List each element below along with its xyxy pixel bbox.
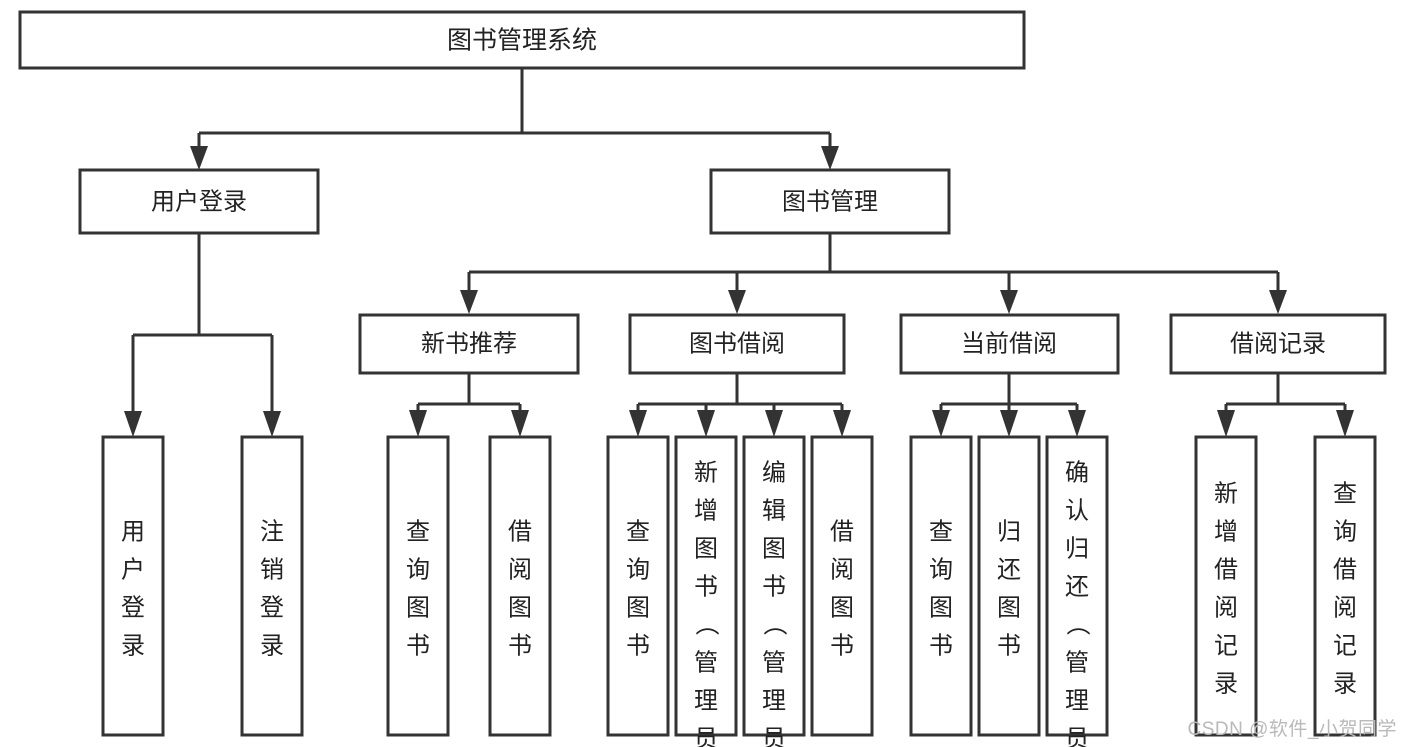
arrow-head-leaf-edit-book bbox=[765, 410, 783, 437]
arrow-head-leaf-user-login bbox=[124, 411, 142, 437]
leaf-query-book-2-label: 查询图书 bbox=[626, 519, 650, 660]
leaf-confirm-return-admin-label: 确认归还（管理员） bbox=[1065, 460, 1090, 747]
node-borrow-record-box[interactable] bbox=[1169, 313, 1387, 375]
arrow-head-book-borrow bbox=[728, 290, 746, 314]
node-new-book-recommend-box[interactable] bbox=[358, 313, 580, 375]
leaf-add-book-admin[interactable] bbox=[674, 435, 738, 737]
leaf-edit-book-admin[interactable] bbox=[742, 435, 806, 737]
node-book-borrow-box[interactable] bbox=[628, 313, 846, 375]
leaf-logout-label: 注销登录 bbox=[260, 519, 284, 660]
arrow-head-leaf-add-book bbox=[697, 410, 715, 437]
leaf-add-book-admin-box[interactable] bbox=[674, 435, 738, 737]
leaf-edit-book-admin-box[interactable] bbox=[742, 435, 806, 737]
node-book-management-box[interactable] bbox=[709, 168, 951, 235]
leaf-return-book-box[interactable] bbox=[977, 435, 1041, 737]
leaf-user-login-box[interactable] bbox=[101, 435, 165, 737]
leaf-confirm-return-admin[interactable] bbox=[1045, 435, 1109, 737]
node-book-borrow-label: 图书借阅 bbox=[689, 330, 785, 357]
leaf-user-login[interactable] bbox=[101, 435, 165, 737]
leaf-text-layer: 用户登录 注销登录 查询图书 借阅图书 查询图书 新增图书（管理员） 编辑图书（管理员） 借阅… bbox=[121, 460, 1357, 747]
leaf-borrow-book-2-box[interactable] bbox=[810, 435, 874, 737]
leaf-add-borrow-record-label: 新增借阅记录 bbox=[1214, 481, 1238, 698]
arrow-head-leaf-borrow-book-1 bbox=[511, 410, 529, 437]
node-borrow-record-label: 借阅记录 bbox=[1230, 330, 1326, 357]
leaf-add-borrow-record-box[interactable] bbox=[1194, 435, 1258, 737]
leaf-confirm-return-admin-box[interactable] bbox=[1045, 435, 1109, 737]
node-current-borrow[interactable]: 当前借阅 bbox=[899, 313, 1120, 375]
leaf-return-book-label: 归还图书 bbox=[997, 519, 1021, 660]
leaf-edit-book-admin-label: 编辑图书（管理员） bbox=[762, 460, 787, 747]
leaf-logout-box[interactable] bbox=[240, 435, 304, 737]
node-user-login-label: 用户登录 bbox=[151, 188, 247, 215]
node-user-login[interactable]: 用户登录 bbox=[78, 168, 320, 235]
leaf-add-book-admin-label: 新增图书（管理员） bbox=[694, 460, 719, 747]
leaf-query-book-1-label: 查询图书 bbox=[406, 519, 430, 660]
leaf-add-borrow-record[interactable] bbox=[1194, 435, 1258, 737]
leaf-query-book-2-box[interactable] bbox=[606, 435, 670, 737]
leaf-return-book[interactable] bbox=[977, 435, 1041, 737]
leaf-query-book-1[interactable] bbox=[386, 435, 450, 737]
leaf-query-book-3-label: 查询图书 bbox=[929, 519, 953, 660]
arrow-head-leaf-borrow-book-2 bbox=[833, 410, 851, 437]
arrow-head-leaf-return-book bbox=[1000, 410, 1018, 437]
node-book-borrow[interactable]: 图书借阅 bbox=[628, 313, 846, 375]
arrow-head-user-login bbox=[190, 146, 208, 170]
node-user-login-box[interactable] bbox=[78, 168, 320, 235]
arrow-head-leaf-query-book-1 bbox=[409, 410, 427, 437]
leaf-query-book-1-box[interactable] bbox=[386, 435, 450, 737]
leaf-query-book-3[interactable] bbox=[909, 435, 973, 737]
node-root-label: 图书管理系统 bbox=[447, 27, 597, 55]
arrow-head-leaf-query-record bbox=[1336, 410, 1354, 437]
arrow-head-leaf-query-book-2 bbox=[629, 410, 647, 437]
leaf-query-book-3-box[interactable] bbox=[909, 435, 973, 737]
node-root-system[interactable]: 图书管理系统 bbox=[18, 10, 1026, 70]
leaf-borrow-book-1-box[interactable] bbox=[488, 435, 552, 737]
node-borrow-record[interactable]: 借阅记录 bbox=[1169, 313, 1387, 375]
leaf-query-borrow-record-box[interactable] bbox=[1313, 435, 1377, 737]
leaf-user-login-label: 用户登录 bbox=[121, 519, 145, 660]
arrow-head-borrow-record bbox=[1269, 290, 1287, 314]
node-current-borrow-box[interactable] bbox=[899, 313, 1120, 375]
node-book-management-label: 图书管理 bbox=[782, 188, 878, 215]
node-root-box[interactable] bbox=[18, 10, 1026, 70]
arrow-head-leaf-query-book-3 bbox=[932, 410, 950, 437]
arrow-head-leaf-logout bbox=[263, 411, 281, 437]
leaf-borrow-book-1-label: 借阅图书 bbox=[508, 519, 532, 660]
leaf-borrow-book-1[interactable] bbox=[488, 435, 552, 737]
leaf-logout[interactable] bbox=[240, 435, 304, 737]
connector-layer bbox=[124, 68, 1354, 437]
node-current-borrow-label: 当前借阅 bbox=[961, 330, 1057, 357]
arrow-head-current-borrow bbox=[1000, 290, 1018, 314]
leaf-query-borrow-record[interactable] bbox=[1313, 435, 1377, 737]
arrow-head-new-book bbox=[460, 290, 478, 314]
leaf-borrow-book-2-label: 借阅图书 bbox=[830, 519, 854, 660]
leaf-query-book-2[interactable] bbox=[606, 435, 670, 737]
leaf-borrow-book-2[interactable] bbox=[810, 435, 874, 737]
leaf-query-borrow-record-label: 查询借阅记录 bbox=[1333, 481, 1357, 698]
arrow-head-leaf-confirm-return bbox=[1068, 410, 1086, 437]
arrow-head-book-manage bbox=[821, 146, 839, 170]
arrow-head-leaf-add-record bbox=[1217, 410, 1235, 437]
csdn-watermark: CSDN @软件_小贺同学 bbox=[1187, 719, 1397, 740]
node-new-book-recommend-label: 新书推荐 bbox=[421, 330, 517, 357]
node-book-management[interactable]: 图书管理 bbox=[709, 168, 951, 235]
node-new-book-recommend[interactable]: 新书推荐 bbox=[358, 313, 580, 375]
